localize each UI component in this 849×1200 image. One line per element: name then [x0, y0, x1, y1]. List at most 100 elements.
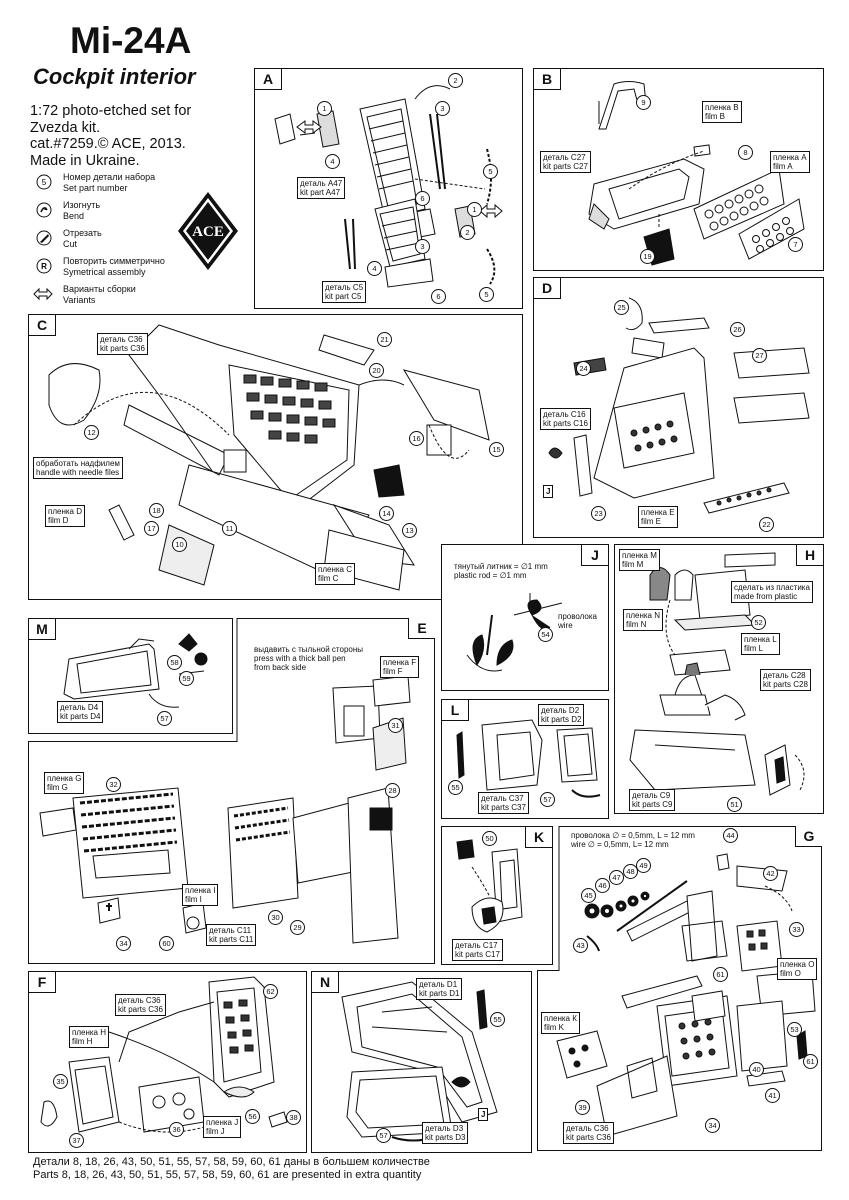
part-number: 12 — [84, 425, 99, 440]
part-number: 53 — [787, 1022, 802, 1037]
part-number: 16 — [409, 431, 424, 446]
svg-text:R: R — [41, 262, 47, 271]
part-number: 18 — [149, 503, 164, 518]
page-subtitle: Cockpit interior — [33, 64, 196, 89]
part-number: 31 — [388, 718, 403, 733]
part-number: 61 — [713, 967, 728, 982]
part-number-icon: 5 — [36, 174, 52, 190]
part-number: 20 — [369, 363, 384, 378]
panel-label: H — [796, 545, 823, 566]
part-number: 28 — [385, 783, 400, 798]
part-number: 57 — [157, 711, 172, 726]
part-number: 29 — [290, 920, 305, 935]
part-number: 55 — [490, 1012, 505, 1027]
part-number: 51 — [727, 797, 742, 812]
part-number: 37 — [69, 1133, 84, 1148]
legend-en: Bend — [63, 210, 85, 221]
panel-k-drawing — [456, 839, 523, 933]
part-number: 11 — [222, 521, 237, 536]
part-number: 38 — [286, 1110, 301, 1125]
part-number: 52 — [751, 615, 766, 630]
legend-ru: Изогнуть — [63, 200, 101, 210]
panel-label: C — [29, 315, 56, 336]
part-number: 26 — [730, 322, 745, 337]
part-number: 9 — [636, 95, 651, 110]
panel-label: N — [312, 972, 339, 993]
note-ru: Детали 8, 18, 26, 43, 50, 51, 55, 57, 58… — [33, 1156, 430, 1168]
bend-icon — [36, 202, 52, 218]
legend-ru: Номер детали набора — [63, 172, 156, 182]
panel-e-outline — [28, 618, 435, 964]
product-info: 1:72 photo-etched set for Zvezda kit. ca… — [30, 103, 191, 169]
panel-label: L — [442, 700, 469, 721]
part-number: 57 — [540, 792, 555, 807]
part-number: 4 — [325, 154, 340, 169]
part-number: 36 — [169, 1122, 184, 1137]
part-number: 42 — [763, 866, 778, 881]
panel-label: J — [581, 545, 608, 566]
part-number: 25 — [614, 300, 629, 315]
part-number: 5 — [479, 287, 494, 302]
part-number: 7 — [788, 237, 803, 252]
extra-quantity-note: Детали 8, 18, 26, 43, 50, 51, 55, 57, 58… — [33, 1156, 430, 1182]
info-line: Zvezda kit. — [30, 119, 101, 136]
part-number: 56 — [245, 1109, 260, 1124]
variants-icon — [33, 287, 53, 301]
legend-en: Variants — [63, 294, 96, 305]
part-number: 47 — [609, 870, 624, 885]
part-number: 59 — [179, 671, 194, 686]
legend-ru: Повторить симметрично — [63, 256, 165, 266]
part-number: 34 — [116, 936, 131, 951]
part-number: 55 — [448, 780, 463, 795]
part-number: 57 — [376, 1128, 391, 1143]
ace-logo: ACE — [178, 192, 238, 270]
part-number: 32 — [106, 777, 121, 792]
part-number: 33 — [789, 922, 804, 937]
part-number: 61 — [803, 1054, 818, 1069]
panel-label: F — [29, 972, 56, 993]
part-number: 40 — [749, 1062, 764, 1077]
legend-ru: Отрезать — [63, 228, 102, 238]
info-line: Made in Ukraine. — [30, 152, 140, 169]
svg-text:5: 5 — [42, 178, 47, 187]
note-en: Parts 8, 18, 26, 43, 50, 51, 55, 57, 58,… — [33, 1169, 422, 1181]
part-number: 48 — [623, 864, 638, 879]
part-number: 3 — [435, 101, 450, 116]
panel-n-drawing — [341, 981, 498, 1142]
panel-label: D — [534, 278, 561, 299]
part-number: 6 — [431, 289, 446, 304]
part-number: 8 — [738, 145, 753, 160]
part-number: 43 — [573, 938, 588, 953]
panel-b-drawing — [588, 81, 805, 266]
